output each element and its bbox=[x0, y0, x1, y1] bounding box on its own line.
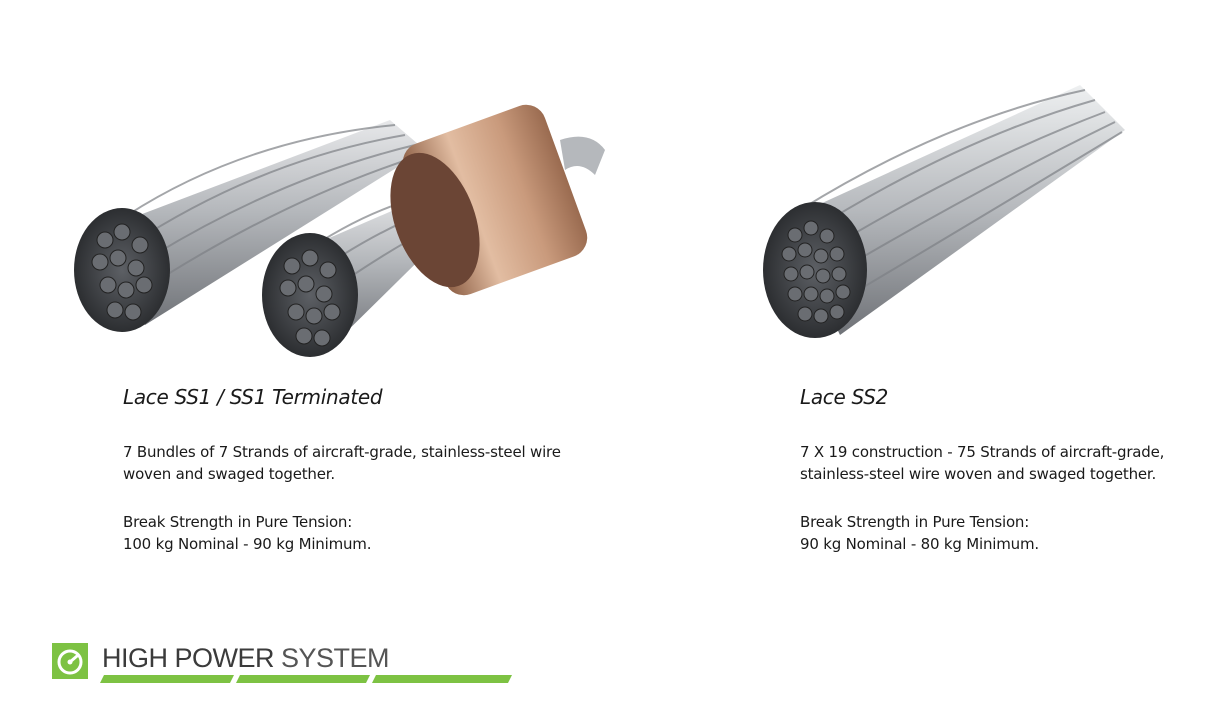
product-title: Lace SS2 bbox=[800, 385, 889, 409]
wire-rope-ss2-image bbox=[763, 85, 1125, 338]
brand-logo: HIGH POWER SYSTEM bbox=[52, 643, 512, 688]
product-card-ss1: Lace SS1 / SS1 Terminated 7 Bundles of 7… bbox=[123, 385, 643, 581]
cable-1 bbox=[74, 120, 425, 332]
product-card-ss2: Lace SS2 7 X 19 construction - 75 Strand… bbox=[800, 385, 1200, 581]
product-strength: Break Strength in Pure Tension: 100 kg N… bbox=[123, 513, 372, 553]
brand-underline bbox=[100, 675, 512, 683]
brand-name: HIGH POWER SYSTEM bbox=[102, 643, 390, 674]
brand-name-bold: HIGH POWER bbox=[102, 643, 275, 673]
wire-rope-ss1-image bbox=[74, 104, 605, 357]
gauge-icon bbox=[52, 643, 88, 679]
product-description: 7 Bundles of 7 Strands of aircraft-grade… bbox=[123, 443, 561, 483]
product-title: Lace SS1 / SS1 Terminated bbox=[123, 385, 383, 409]
product-description: 7 X 19 construction - 75 Strands of airc… bbox=[800, 443, 1165, 483]
brand-name-light: SYSTEM bbox=[274, 643, 390, 673]
cable-2-terminated bbox=[262, 104, 605, 357]
product-strength: Break Strength in Pure Tension: 90 kg No… bbox=[800, 513, 1039, 553]
